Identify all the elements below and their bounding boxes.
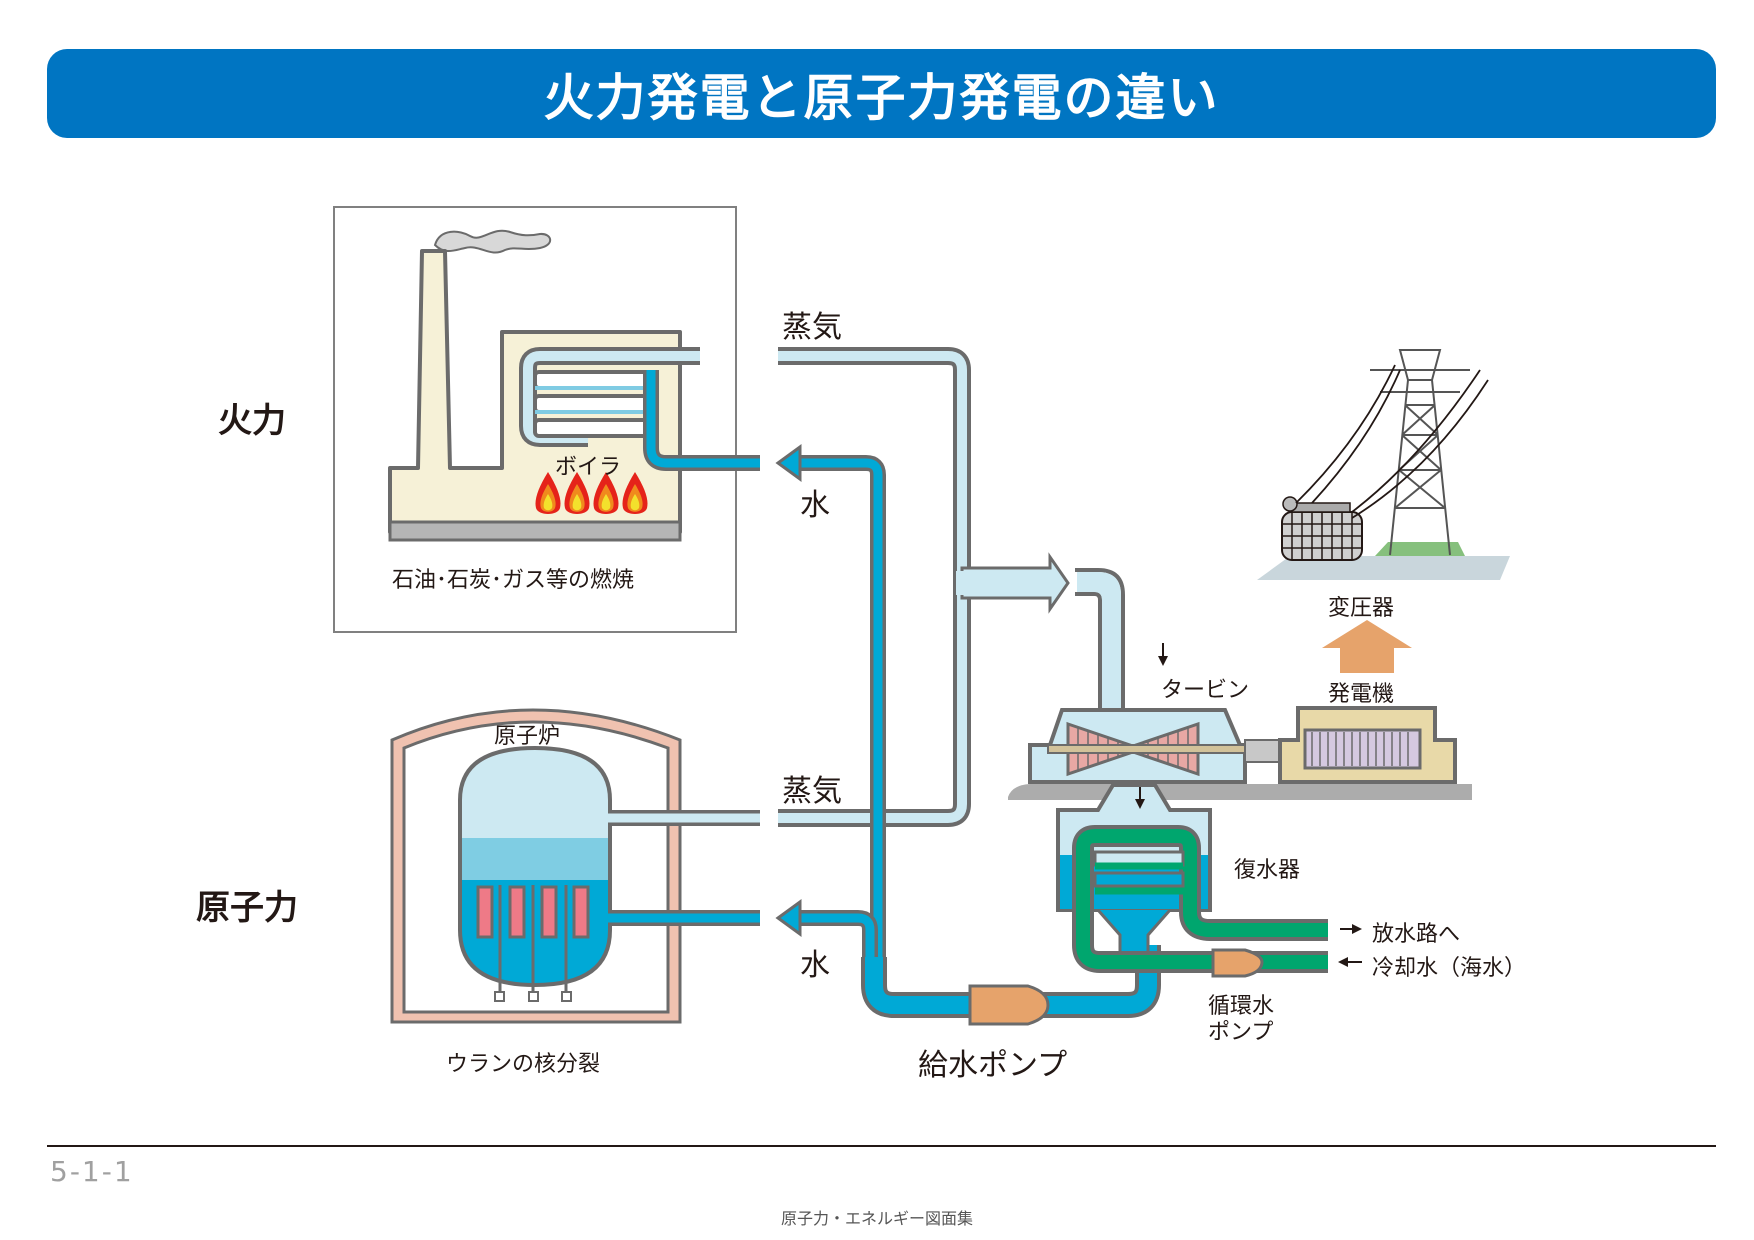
label-nuclear-fuel: ウランの核分裂 — [446, 1052, 601, 1077]
thermal-plant-frame — [333, 206, 737, 633]
page-number: 5-1-1 — [50, 1155, 134, 1188]
label-thermal: 火力 — [218, 401, 286, 441]
steam-main-pipe — [778, 347, 1070, 827]
label-circulation-pump-2: ポンプ — [1208, 1020, 1274, 1045]
label-thermal-fuel: 石油･石炭･ガス等の燃焼 — [392, 568, 635, 593]
cooling-water-tubes — [1072, 825, 1328, 973]
feed-pump-icon — [968, 984, 1050, 1026]
footer-divider — [47, 1145, 1716, 1147]
label-discharge: 放水路へ — [1372, 922, 1461, 947]
water-arrow-thermal — [775, 444, 802, 482]
ground-slab — [1008, 784, 1472, 800]
footer-source: 原子力・エネルギー図面集 — [780, 1209, 973, 1228]
thermal-building-base — [388, 520, 682, 542]
label-generator: 発電機 — [1328, 682, 1395, 707]
label-turbine: タービン — [1161, 678, 1250, 703]
flame-icons — [535, 472, 648, 514]
smoke-icon — [433, 229, 552, 254]
label-cooling-water: 冷却水（海水） — [1372, 956, 1527, 981]
up-arrow-icon — [1322, 620, 1412, 673]
water-arrow-nuclear — [775, 899, 802, 937]
turbine-inlet-pipe — [1075, 568, 1125, 710]
label-steam-nuclear: 蒸気 — [782, 774, 842, 809]
label-nuclear: 原子力 — [196, 888, 298, 928]
page-title: 火力発電と原子力発電の違い — [543, 68, 1220, 127]
label-condenser: 復水器 — [1234, 858, 1301, 883]
label-circulation-pump-1: 循環水 — [1208, 994, 1275, 1019]
generator — [1278, 706, 1457, 784]
flow-arrows — [1135, 643, 1362, 967]
reactor-vessel — [458, 745, 612, 1002]
boiler-tubes — [519, 347, 760, 471]
label-transformer: 変圧器 — [1328, 596, 1395, 621]
transformer-tower — [1257, 349, 1510, 580]
circulation-pump-icon — [1211, 948, 1264, 978]
label-feed-pump: 給水ポンプ — [918, 1048, 1068, 1083]
title-banner: 火力発電と原子力発電の違い — [47, 49, 1716, 138]
label-steam-thermal: 蒸気 — [782, 310, 842, 345]
label-water-thermal: 水 — [800, 488, 830, 523]
label-boiler: ボイラ — [555, 455, 622, 480]
label-reactor: 原子炉 — [494, 724, 561, 749]
label-water-nuclear: 水 — [800, 948, 830, 983]
